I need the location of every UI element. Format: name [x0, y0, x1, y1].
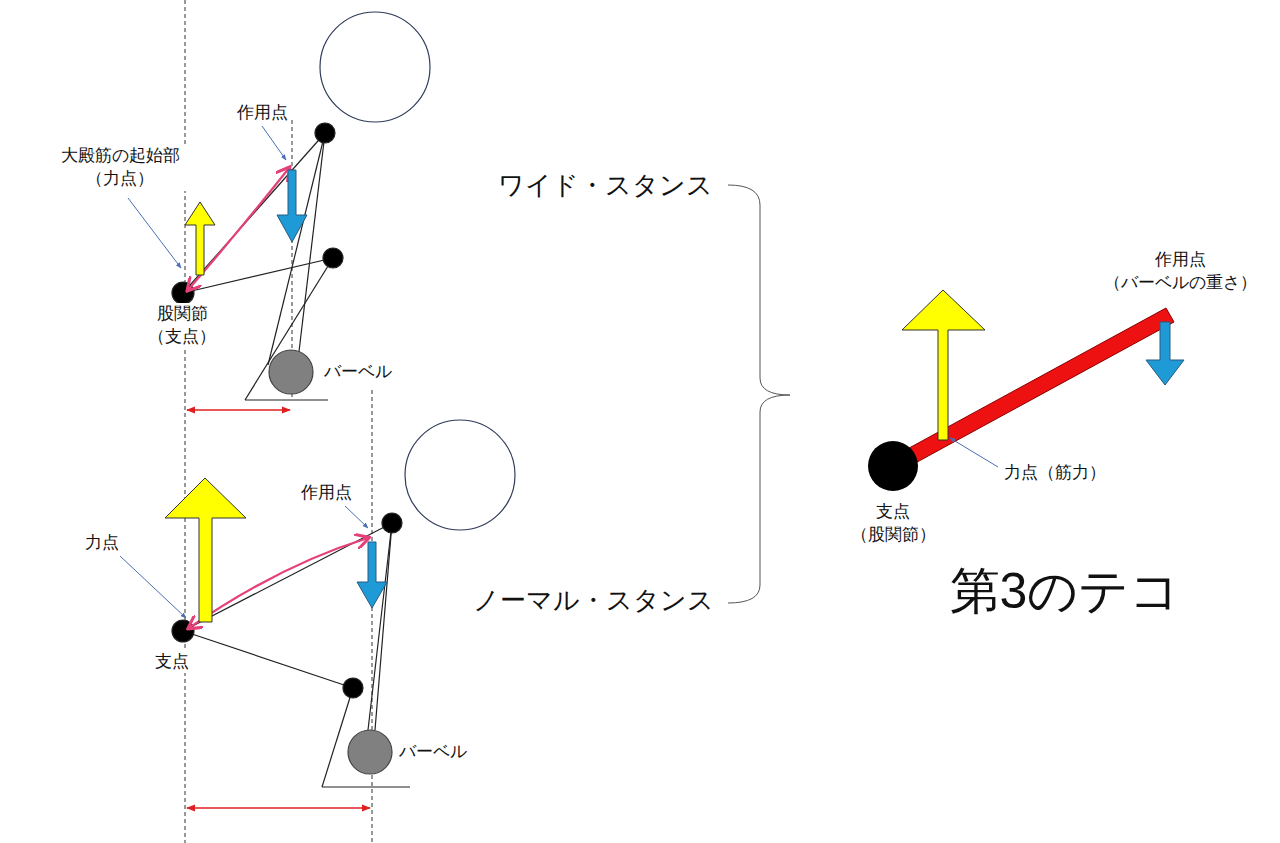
lever-model	[868, 290, 1184, 491]
leader-line	[262, 126, 286, 160]
leader-line	[128, 198, 181, 268]
moment-arm	[187, 807, 370, 809]
action-point-label: 作用点 （バーベルの重さ）	[1095, 249, 1266, 295]
reference-line	[185, 0, 372, 843]
fulcrum-label: 支点 （股関節）	[843, 501, 942, 547]
load-arrow	[357, 542, 387, 608]
action-point-label: 作用点	[235, 102, 290, 125]
leader-line	[345, 506, 368, 528]
muscle-force-arrow	[165, 478, 246, 622]
origin-label: 大殿筋の起始部 （力点）	[53, 145, 186, 191]
stance-label: ノーマル・スタンス	[471, 583, 716, 618]
barbell-label: バーベル	[322, 361, 394, 384]
normal-stance-figure	[172, 420, 515, 787]
fulcrum-label: 支点	[153, 651, 191, 674]
barbell-label: バーベル	[397, 741, 469, 764]
moment-arm	[187, 409, 290, 411]
glute-line	[189, 538, 368, 628]
load-arrow	[277, 170, 307, 242]
effort-point-label: 力点（筋力）	[1002, 462, 1108, 485]
stance-label: ワイド・スタンス	[496, 168, 715, 203]
lever-title: 第3のテコ	[948, 558, 1183, 626]
action-point-label: 作用点	[299, 482, 354, 505]
bracket	[728, 185, 790, 603]
muscle-force-arrow	[185, 202, 215, 275]
fulcrum-label: 股関節 （支点）	[141, 303, 223, 349]
effort-point-label: 力点	[83, 532, 121, 555]
leader-line	[120, 556, 186, 618]
